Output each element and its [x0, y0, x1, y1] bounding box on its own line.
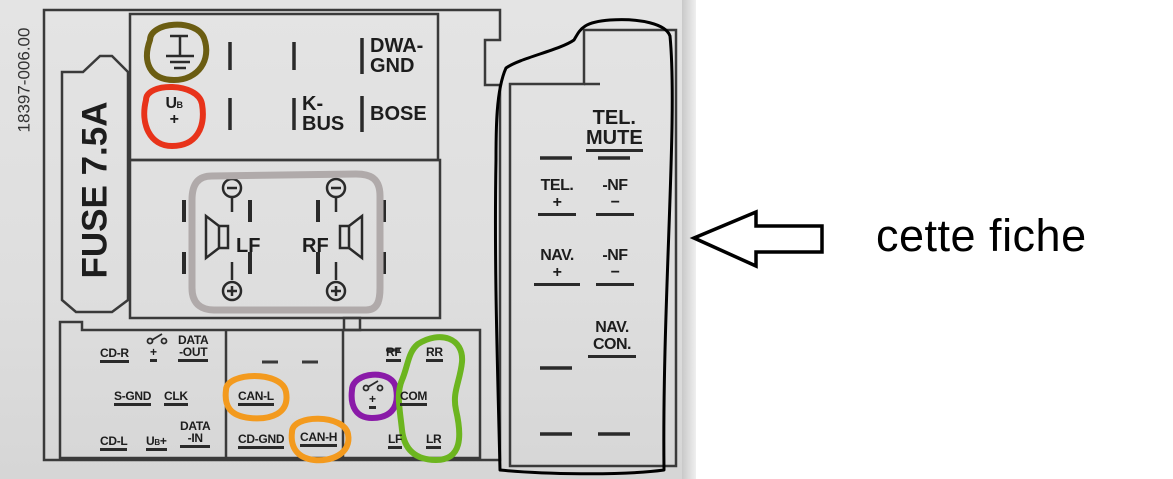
housing-outline [42, 8, 502, 462]
photo-edge [682, 0, 696, 479]
nf-minus-label-1: -NF − [596, 177, 634, 216]
olive-circle [144, 21, 210, 83]
ground-icon [166, 34, 194, 70]
green-outline [395, 334, 466, 463]
red-circle [141, 84, 206, 149]
bose-label: BOSE [370, 103, 427, 125]
speaker-right-icon [325, 177, 364, 302]
speaker-right-label: RF [302, 235, 329, 257]
nf-minus-label-2: -NF − [596, 247, 634, 286]
data-in-label: DATA -IN [180, 420, 211, 448]
fuse-label: FUSE 7.5A [75, 101, 115, 279]
com-label: COM [400, 390, 427, 406]
cd-ub-plus-label: UB+ [146, 435, 167, 451]
gray-rounded-rect [188, 170, 384, 314]
annotation-text: cette fiche [876, 210, 1087, 261]
black-outline [493, 18, 674, 476]
speaker-left-icon [204, 177, 243, 302]
nav-plus-label: NAV. + [534, 247, 580, 286]
fuse-slot [60, 54, 130, 314]
switch-icon-2 [362, 380, 384, 392]
tel-plus-label: TEL. + [538, 177, 576, 216]
speaker-block-outline [128, 158, 442, 320]
orange-circle-can-l [222, 373, 290, 422]
nav-con-label: NAV. CON. [588, 319, 636, 358]
lf-label: LF [388, 433, 402, 449]
cd-r-label: CD-R [100, 347, 129, 363]
purple-switch-plus-label: + [369, 393, 376, 409]
tel-mute-label: TEL. MUTE [586, 108, 643, 152]
lr-label: LR [426, 433, 442, 449]
ub-plus-label: UB + [165, 95, 183, 128]
switch-icon [146, 333, 168, 345]
dwa-gnd-label: DWA- GND [370, 35, 424, 77]
s-gnd-label: S-GND [114, 390, 151, 406]
orange-circle-can-h [288, 415, 352, 464]
cd-gnd-label: CD-GND [238, 433, 285, 449]
kbus-label: K- BUS [302, 93, 345, 135]
left-arrow-icon [689, 209, 824, 269]
rf-label: RF [386, 346, 402, 362]
can-h-label: CAN-H [300, 431, 337, 447]
switch-plus-label: + [150, 346, 157, 362]
data-out-label: DATA -OUT [178, 334, 209, 362]
can-l-label: CAN-L [238, 390, 274, 406]
cd-l-label: CD-L [100, 435, 128, 451]
connector-photo [0, 0, 690, 479]
cd-block-outline [58, 320, 482, 460]
part-number: 18397-006.00 [14, 27, 34, 133]
clk-label: CLK [164, 390, 188, 406]
speaker-left-label: LF [236, 235, 261, 257]
rr-label: RR [426, 346, 443, 362]
purple-circle [348, 371, 400, 421]
